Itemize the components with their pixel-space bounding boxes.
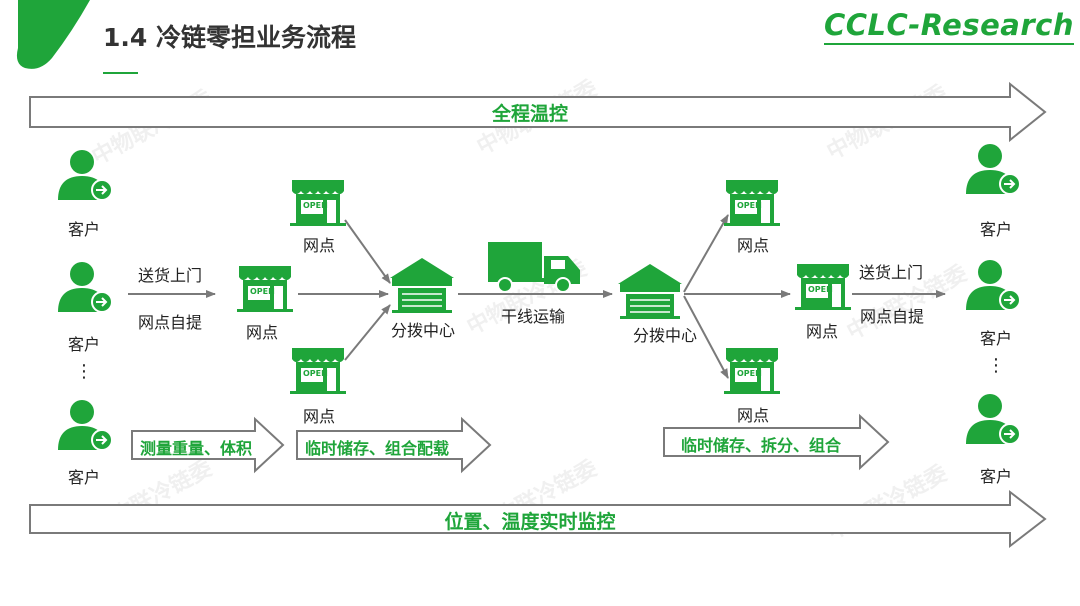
deliver-label: 送货上门 [137,266,203,285]
customer-icon [57,261,113,313]
truck-label: 干线运输 [500,307,566,326]
customer-icon [57,149,113,201]
truck-icon [488,242,580,293]
outlet-label: 网点 [736,236,770,255]
customer-label: 客户 [979,329,1013,348]
customer-icon [965,259,1021,311]
store-sign: OPEN [737,201,762,210]
right-storage-box-label: 临时储存、拆分、组合 [681,436,842,455]
outlet-label: 网点 [302,407,336,426]
top-arrow-label: 全程温控 [491,103,569,125]
deliver-label: 送货上门 [858,263,924,282]
customer-icon [57,399,113,451]
pickup-label: 网点自提 [137,313,203,332]
bottom-arrow-label: 位置、温度实时监控 [444,511,616,533]
customer-label: 客户 [67,220,101,239]
outlet-label: 网点 [245,323,279,342]
left-storage-box-label: 临时储存、组合配载 [305,439,450,458]
measure-box-label: 测量重量、体积 [140,439,253,458]
store-sign: OPEN [303,201,328,210]
customer-label: 客户 [67,335,101,354]
customer-label: 客户 [979,467,1013,486]
store-sign: OPEN [808,285,833,294]
outlet-label: 网点 [302,236,336,255]
customer-ellipsis: ⋮ [987,355,1005,376]
hub-label: 分拨中心 [390,321,456,340]
customer-ellipsis: ⋮ [75,361,93,382]
pickup-label: 网点自提 [859,307,925,326]
outlet-label: 网点 [736,406,770,425]
store-sign: OPEN [303,369,328,378]
distribution-center-icon [389,257,455,314]
brand-logo-text: CCLC-Research [823,8,1074,45]
customer-icon [965,393,1021,445]
customer-icon [965,143,1021,195]
header-decoration [16,0,90,69]
customer-label: 客户 [67,468,101,487]
store-sign: OPEN [737,369,762,378]
hub-label: 分拨中心 [632,326,698,345]
title-underline [103,72,138,74]
page-title: 1.4 冷链零担业务流程 [103,23,356,52]
distribution-center-icon [617,263,683,320]
customer-label: 客户 [979,220,1013,239]
store-sign: OPEN [250,287,275,296]
outlet-label: 网点 [805,322,839,341]
